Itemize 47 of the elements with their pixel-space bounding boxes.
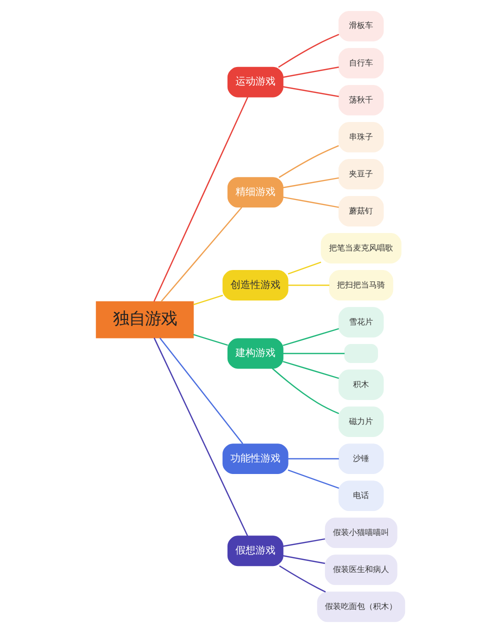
node-box: 夹豆子 bbox=[338, 159, 384, 190]
connector bbox=[271, 368, 339, 414]
node-box: 独自游戏 bbox=[95, 301, 194, 338]
node-box: 滑板车 bbox=[338, 10, 384, 42]
connector bbox=[278, 34, 339, 68]
node-box: 功能性游戏 bbox=[222, 444, 288, 474]
node-box: 精细游戏 bbox=[226, 177, 283, 208]
node-box bbox=[344, 344, 378, 363]
connector bbox=[287, 470, 339, 489]
node-box: 自行车 bbox=[338, 48, 384, 78]
node-box: 把笔当麦克风唱歌 bbox=[320, 233, 401, 264]
node-box: 雪花片 bbox=[338, 307, 384, 338]
node-box: 创造性游戏 bbox=[222, 270, 288, 300]
connector bbox=[192, 334, 228, 346]
connector bbox=[288, 458, 338, 460]
connector bbox=[282, 66, 338, 78]
connector bbox=[282, 352, 344, 354]
node-box: 沙锤 bbox=[338, 444, 384, 474]
node-box: 电话 bbox=[338, 480, 384, 512]
connector bbox=[153, 338, 248, 536]
node-box: 建构游戏 bbox=[226, 338, 283, 369]
connector bbox=[282, 177, 338, 188]
connector bbox=[192, 294, 223, 306]
connector bbox=[158, 338, 243, 444]
connector bbox=[282, 328, 338, 346]
node-box: 假装小猫喵喵叫 bbox=[324, 518, 397, 548]
node-box: 把扫把当马骑 bbox=[328, 270, 393, 300]
connector bbox=[282, 538, 325, 547]
node-box: 假想游戏 bbox=[226, 536, 283, 566]
connector bbox=[152, 96, 248, 302]
node-box: 荡秋千 bbox=[338, 84, 384, 116]
node-box: 积木 bbox=[338, 370, 384, 400]
connector bbox=[282, 360, 338, 379]
connector bbox=[282, 555, 325, 564]
node-box: 蘑菇钉 bbox=[338, 196, 384, 226]
connector bbox=[282, 196, 338, 208]
connector bbox=[282, 86, 338, 98]
connector bbox=[287, 262, 321, 275]
node-box: 假装吃面包（积木） bbox=[316, 592, 405, 622]
connector bbox=[288, 284, 329, 286]
node-box: 串珠子 bbox=[338, 122, 384, 152]
node-box: 磁力片 bbox=[338, 406, 384, 437]
connector bbox=[160, 206, 242, 302]
connector bbox=[278, 145, 338, 178]
node-box: 运动游戏 bbox=[226, 66, 283, 98]
connector bbox=[278, 565, 326, 592]
node-box: 假装医生和病人 bbox=[324, 554, 397, 586]
